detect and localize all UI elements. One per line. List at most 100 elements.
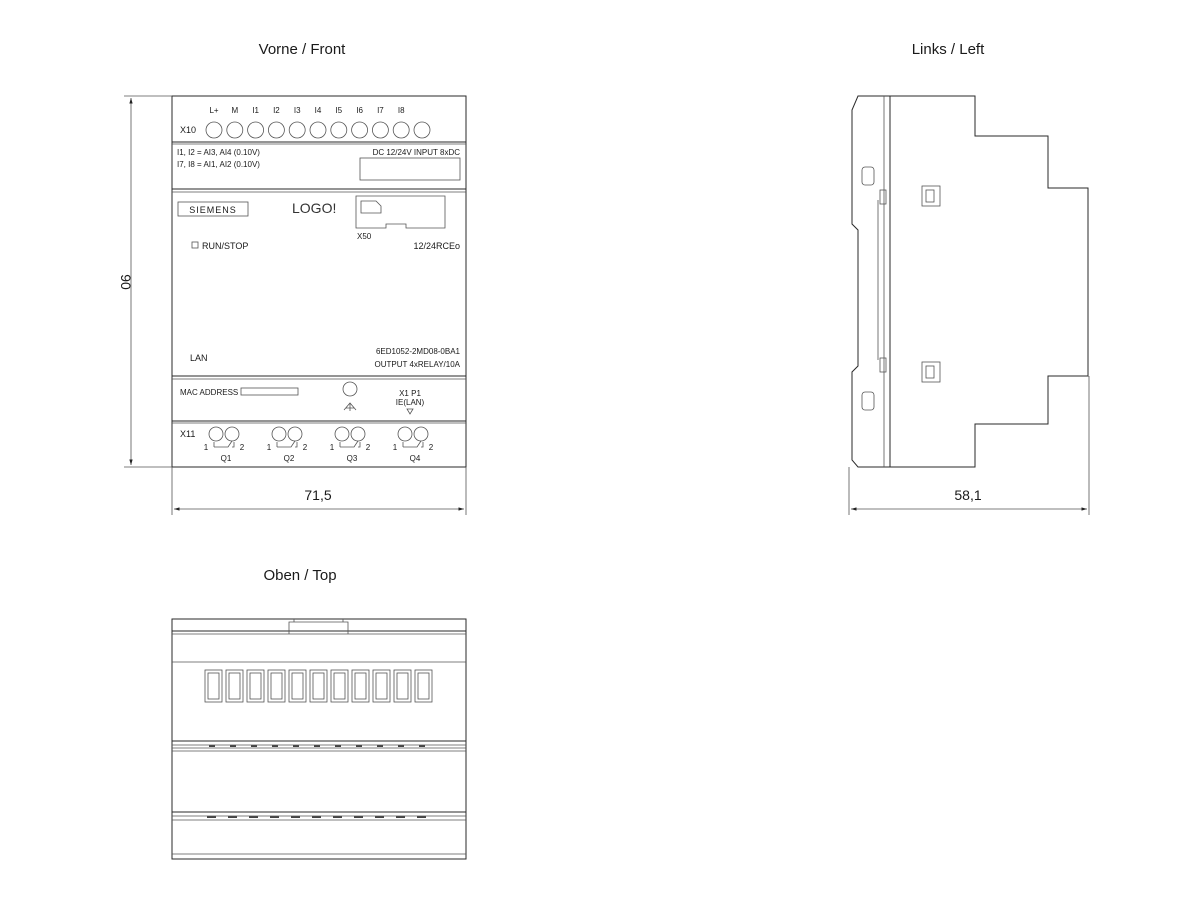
terminal-marker [228,816,237,818]
terminal-marker [354,816,363,818]
terminal-screw [371,121,389,139]
terminal-slot-inner [375,672,388,700]
terminal-marker [333,816,342,818]
terminal-marker [335,745,341,747]
terminal-slot-inner [207,672,220,700]
logo-brand: LOGO! [292,200,336,216]
terminal-slot-inner [396,672,409,700]
terminal-marker [270,816,279,818]
run-stop-label: RUN/STOP [202,241,248,251]
terminal-marker [272,745,278,747]
contact-1-label: 1 [393,443,398,452]
contact-1-label: 1 [267,443,272,452]
port-label: X1 P1 [399,389,421,398]
terminal-screw [392,121,410,139]
terminal-label-i3: I3 [294,106,301,115]
label-field [359,157,461,181]
terminal-slot-inner [249,672,262,700]
terminal-marker [249,816,258,818]
analog-note-1: I1, I2 = AI3, AI4 (0.10V) [177,148,260,157]
terminal-marker [251,745,257,747]
terminal-slot-inner [333,672,346,700]
relay-terminal [287,426,303,442]
input-spec: DC 12/24V INPUT 8xDC [373,148,461,157]
terminal-marker [291,816,300,818]
terminal-screw [351,121,369,139]
input-terminals [205,121,431,139]
port-type: IE(LAN) [396,398,425,407]
siemens-logo-box [177,201,249,217]
left-view [851,95,1089,468]
relay-contact-icon [402,440,424,448]
order-number: 6ED1052-2MD08-0BA1 [376,347,461,356]
top-view [171,618,467,860]
relay-terminal [413,426,429,442]
terminal-slot [246,669,265,703]
height-value: 90 [118,274,134,290]
terminal-marker [417,816,426,818]
terminal-screw [330,121,348,139]
terminal-slot-inner [270,672,283,700]
x11-label: X11 [180,429,195,439]
terminal-label-i7: I7 [377,106,384,115]
height-dimension: 90 [118,95,172,468]
terminal-slot-inner [312,672,325,700]
analog-note-2: I7, I8 = AI1, AI2 (0.10V) [177,160,260,169]
terminal-marker [396,816,405,818]
terminal-screw [413,121,431,139]
lan-port-icon [342,381,358,397]
terminal-slot [267,669,286,703]
relay-terminal [224,426,240,442]
ground-icon [343,402,357,411]
terminal-screw [226,121,244,139]
terminal-slot [330,669,349,703]
terminal-slot [225,669,244,703]
sd-card-icon [360,200,382,214]
terminal-label-i1: I1 [252,106,259,115]
width-value: 71,5 [304,487,331,503]
terminal-slot [204,669,223,703]
terminal-screw [205,121,223,139]
terminal-slot [393,669,412,703]
relay-terminal [334,426,350,442]
relay-output-label: Q1 [221,454,232,463]
x10-label: X10 [180,125,196,135]
x50-card-slot [355,195,446,229]
terminal-label-i8: I8 [398,106,405,115]
relay-contact-icon [276,440,298,448]
run-stop-led-icon [191,241,199,249]
relay-terminal [271,426,287,442]
relay-output-label: Q2 [284,454,295,463]
relay-terminal [208,426,224,442]
terminal-screw [247,121,265,139]
contact-2-label: 2 [240,443,245,452]
terminal-slot-inner [228,672,241,700]
terminal-slot [372,669,391,703]
terminal-marker [375,816,384,818]
width-dimension: 71,5 [171,467,467,515]
terminal-marker [209,745,215,747]
terminal-slot [414,669,433,703]
lan-label: LAN [190,353,208,363]
port-triangle-icon [406,408,414,415]
terminal-marker [230,745,236,747]
terminal-slot-inner [291,672,304,700]
mac-address-label: MAC ADDRESS [180,388,238,397]
terminal-marker [356,745,362,747]
contact-2-label: 2 [366,443,371,452]
relay-terminal [350,426,366,442]
terminal-slot [351,669,370,703]
x50-label: X50 [357,232,372,241]
relay-terminal [397,426,413,442]
siemens-logo: SIEMENS [189,205,237,215]
mac-address-field [240,387,299,396]
terminal-slot-inner [354,672,367,700]
relay-output-label: Q4 [410,454,421,463]
